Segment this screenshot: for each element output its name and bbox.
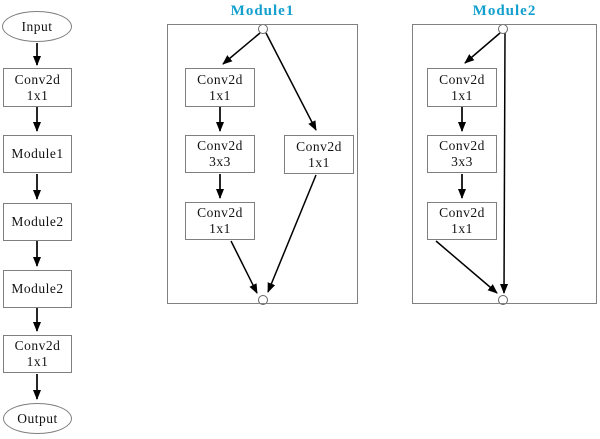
m1-box-conv3x3: Conv2d 3x3 bbox=[185, 135, 255, 173]
m1-merge-junction-circle bbox=[258, 295, 268, 305]
flow-node-module2-first-label: Module2 bbox=[11, 214, 64, 229]
conv-label-line2: 1x1 bbox=[209, 221, 231, 236]
conv-label-line1: Conv2d bbox=[296, 138, 342, 154]
module2-panel bbox=[412, 24, 597, 304]
m2-box-conv1x1-b: Conv2d 1x1 bbox=[427, 202, 497, 240]
arrow-m1-left-merge bbox=[230, 240, 258, 294]
arrow-m2-left-merge bbox=[435, 240, 498, 294]
m2-box-conv3x3: Conv2d 3x3 bbox=[427, 135, 497, 173]
conv-label-line1: Conv2d bbox=[197, 71, 243, 87]
m1-box-conv1x1-right: Conv2d 1x1 bbox=[284, 135, 354, 174]
conv-label-line2: 3x3 bbox=[451, 154, 473, 169]
conv-label-line1: Conv2d bbox=[14, 71, 61, 87]
arrow-m1-split-left bbox=[222, 32, 261, 65]
arrow-m2-split-left bbox=[464, 32, 501, 64]
conv-label-line2: 1x1 bbox=[26, 87, 49, 103]
flow-node-module1: Module1 bbox=[3, 135, 72, 173]
m1-box-conv1x1-a: Conv2d 1x1 bbox=[185, 68, 255, 107]
flow-node-module2-second-label: Module2 bbox=[11, 281, 64, 296]
flow-node-output-label: Output bbox=[17, 410, 58, 426]
conv-label-line2: 1x1 bbox=[209, 87, 231, 103]
module1-panel bbox=[167, 24, 358, 304]
conv-label-line1: Conv2d bbox=[439, 205, 485, 220]
m2-box-conv1x1-a: Conv2d 1x1 bbox=[427, 68, 497, 107]
flow-node-input: Input bbox=[2, 11, 72, 42]
flow-node-input-label: Input bbox=[21, 18, 53, 34]
m1-box-conv1x1-b: Conv2d 1x1 bbox=[185, 202, 255, 240]
flow-node-module2-second: Module2 bbox=[3, 270, 72, 308]
arrow-m2-skip bbox=[500, 32, 509, 294]
arrow-m1-split-right bbox=[265, 32, 317, 131]
conv-label-line1: Conv2d bbox=[197, 138, 243, 153]
conv-label-line1: Conv2d bbox=[197, 205, 243, 220]
module2-title: Module2 bbox=[472, 3, 537, 19]
flow-node-conv2d-bottom: Conv2d 1x1 bbox=[3, 335, 72, 373]
module1-title: Module1 bbox=[230, 3, 295, 19]
conv-label-line2: 1x1 bbox=[308, 154, 330, 170]
flow-node-conv2d-top: Conv2d 1x1 bbox=[3, 68, 72, 107]
conv-label-line2: 1x1 bbox=[26, 354, 49, 369]
conv-label-line1: Conv2d bbox=[439, 71, 485, 87]
flow-node-module1-label: Module1 bbox=[11, 146, 64, 161]
conv-label-line2: 3x3 bbox=[209, 154, 231, 169]
conv-label-line1: Conv2d bbox=[439, 138, 485, 153]
conv-label-line2: 1x1 bbox=[451, 221, 473, 236]
flow-node-output: Output bbox=[3, 403, 72, 434]
conv-label-line1: Conv2d bbox=[14, 338, 61, 353]
conv-label-line2: 1x1 bbox=[451, 87, 473, 103]
flow-node-module2-first: Module2 bbox=[3, 203, 72, 241]
m2-merge-junction-circle bbox=[498, 295, 508, 305]
arrow-m1-right-merge bbox=[267, 174, 317, 293]
